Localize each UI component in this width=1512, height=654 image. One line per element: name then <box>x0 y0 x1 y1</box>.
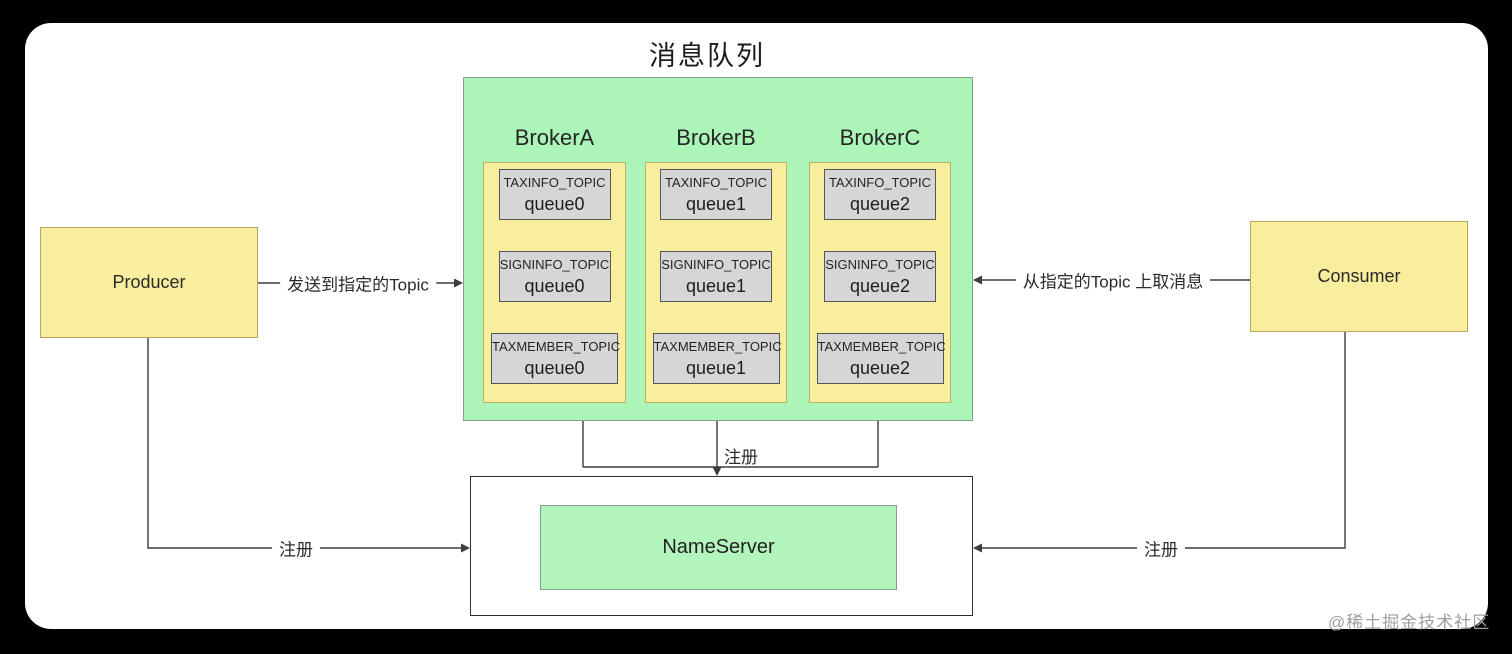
queue-cell: TAXINFO_TOPIC queue1 <box>660 169 772 220</box>
producer-register-label: 注册 <box>272 535 320 561</box>
queue-cell: SIGNINFO_TOPIC queue0 <box>498 251 611 302</box>
broker-c-label: BrokerC <box>839 125 921 150</box>
topic-name: TAXMEMBER_TOPIC <box>817 339 946 354</box>
watermark: @稀土掘金技术社区 <box>1328 613 1491 632</box>
consumer-register-label: 注册 <box>1137 535 1185 561</box>
producer-label: Producer <box>112 272 186 292</box>
queue-name: queue0 <box>524 358 585 378</box>
queue-cell: TAXMEMBER_TOPIC queue1 <box>652 333 782 384</box>
fetch-from-topic-label: 从指定的Topic 上取消息 <box>1015 267 1211 293</box>
topic-name: SIGNINFO_TOPIC <box>499 257 610 272</box>
queue-name: queue2 <box>849 194 911 214</box>
queue-cell: TAXINFO_TOPIC queue0 <box>498 169 611 220</box>
queue-name: queue1 <box>685 358 747 378</box>
consumer-label: Consumer <box>1317 266 1401 286</box>
brokers-register-label: 注册 <box>724 448 758 467</box>
consumer-node: Consumer <box>1250 221 1468 332</box>
topic-name: TAXMEMBER_TOPIC <box>653 339 782 354</box>
queue-name: queue0 <box>524 194 585 214</box>
topic-name: SIGNINFO_TOPIC <box>661 257 771 272</box>
page-title: 消息队列 <box>649 41 765 71</box>
topic-name: TAXINFO_TOPIC <box>503 175 606 190</box>
queue-name: queue0 <box>524 276 585 296</box>
queue-cell: TAXMEMBER_TOPIC queue2 <box>816 333 946 384</box>
topic-name: TAXINFO_TOPIC <box>664 175 768 190</box>
queue-name: queue2 <box>849 276 911 296</box>
topic-name: TAXMEMBER_TOPIC <box>492 339 621 354</box>
nameserver-node: NameServer <box>540 505 897 590</box>
queue-name: queue1 <box>685 276 747 296</box>
queue-cell: SIGNINFO_TOPIC queue1 <box>660 251 772 302</box>
broker-a-label: BrokerA <box>514 125 595 150</box>
broker-c-box: TAXINFO_TOPIC queue2 SIGNINFO_TOPIC queu… <box>809 162 951 403</box>
broker-b-box: TAXINFO_TOPIC queue1 SIGNINFO_TOPIC queu… <box>645 162 787 403</box>
broker-b-label: BrokerB <box>676 125 756 150</box>
topic-name: TAXINFO_TOPIC <box>828 175 932 190</box>
broker-a-box: TAXINFO_TOPIC queue0 SIGNINFO_TOPIC queu… <box>483 162 626 403</box>
producer-node: Producer <box>40 227 258 338</box>
send-to-topic-label: 发送到指定的Topic <box>280 270 436 296</box>
topic-name: SIGNINFO_TOPIC <box>825 257 935 272</box>
queue-name: queue2 <box>849 358 911 378</box>
queue-name: queue1 <box>685 194 747 214</box>
queue-cell: SIGNINFO_TOPIC queue2 <box>824 251 936 302</box>
nameserver-label: NameServer <box>662 536 775 558</box>
queue-cell: TAXMEMBER_TOPIC queue0 <box>491 333 621 384</box>
queue-cell: TAXINFO_TOPIC queue2 <box>824 169 936 220</box>
